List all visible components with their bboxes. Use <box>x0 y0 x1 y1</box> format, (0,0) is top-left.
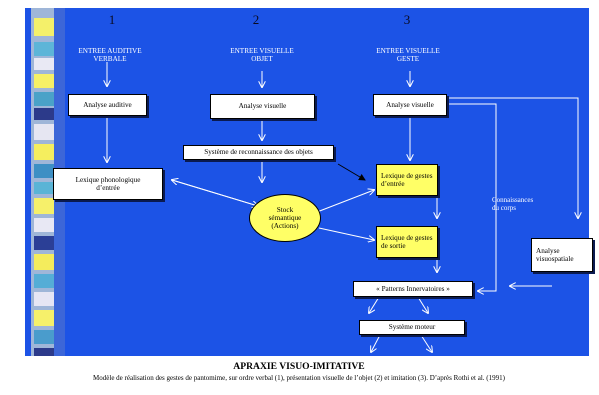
node-line: Connaissances <box>492 196 534 204</box>
node-stock-semantique: Stock sémantique (Actions) <box>249 194 321 242</box>
node-line: Lexique de gestes <box>381 171 433 180</box>
box-systeme-moteur: Système moteur <box>359 320 465 335</box>
node-line: visuospatiale <box>536 255 574 263</box>
header-line: GESTE <box>396 55 420 63</box>
header-line: VERBALE <box>93 55 127 63</box>
header-line: OBJET <box>251 55 273 63</box>
box-analyse-auditive: Analyse auditive <box>68 94 147 116</box>
header-entree-auditive: ENTREE AUDITIVE VERBALE <box>55 47 165 63</box>
box-lexique-gestes-sortie: Lexique de gestes de sortie <box>376 226 438 258</box>
caption-box: APRAXIE VISUO-IMITATIVE Modèle de réalis… <box>8 356 590 389</box>
column-number-3: 3 <box>403 12 411 27</box>
node-line: sémantique <box>268 214 302 222</box>
node-line: Lexique phonologique <box>75 175 141 184</box>
header-line: ENTREE VISUELLE <box>230 47 294 55</box>
header-line: ENTREE AUDITIVE <box>78 47 142 55</box>
header-entree-visuelle-geste: ENTREE VISUELLE GESTE <box>353 47 463 63</box>
node-line: Stock <box>276 206 294 214</box>
node-line: de sortie <box>381 242 406 250</box>
box-patterns-innervatoires: « Patterns Innervatoires » <box>353 281 473 297</box>
node-line: du corps <box>492 204 516 212</box>
box-lexique-phonologique: Lexique phonologique d’entrée <box>53 168 163 200</box>
column-number-2: 2 <box>252 12 260 27</box>
node-line: Analyse <box>536 246 560 255</box>
node-line: Lexique de gestes <box>381 233 433 242</box>
caption-title: APRAXIE VISUO-IMITATIVE <box>233 361 365 372</box>
node-line: d’entrée <box>96 184 120 192</box>
node-line: (Actions) <box>271 222 299 230</box>
box-systeme-reconnaissance: Système de reconnaissance des objets <box>183 145 334 160</box>
box-analyse-visuelle-geste: Analyse visuelle <box>373 94 447 116</box>
column-number-1: 1 <box>108 12 116 27</box>
header-entree-visuelle-objet: ENTREE VISUELLE OBJET <box>207 47 317 63</box>
node-line: d’entrée <box>381 180 405 188</box>
box-lexique-gestes-entree: Lexique de gestes d’entrée <box>376 164 438 196</box>
box-analyse-visuospatiale: Analyse visuospatiale <box>531 238 593 272</box>
label-connaissances-corps: Connaissances du corps <box>492 196 533 212</box>
header-line: ENTREE VISUELLE <box>376 47 440 55</box>
caption-subtitle: Modèle de réalisation des gestes de pant… <box>93 374 505 382</box>
box-analyse-visuelle-objet: Analyse visuelle <box>210 94 315 119</box>
